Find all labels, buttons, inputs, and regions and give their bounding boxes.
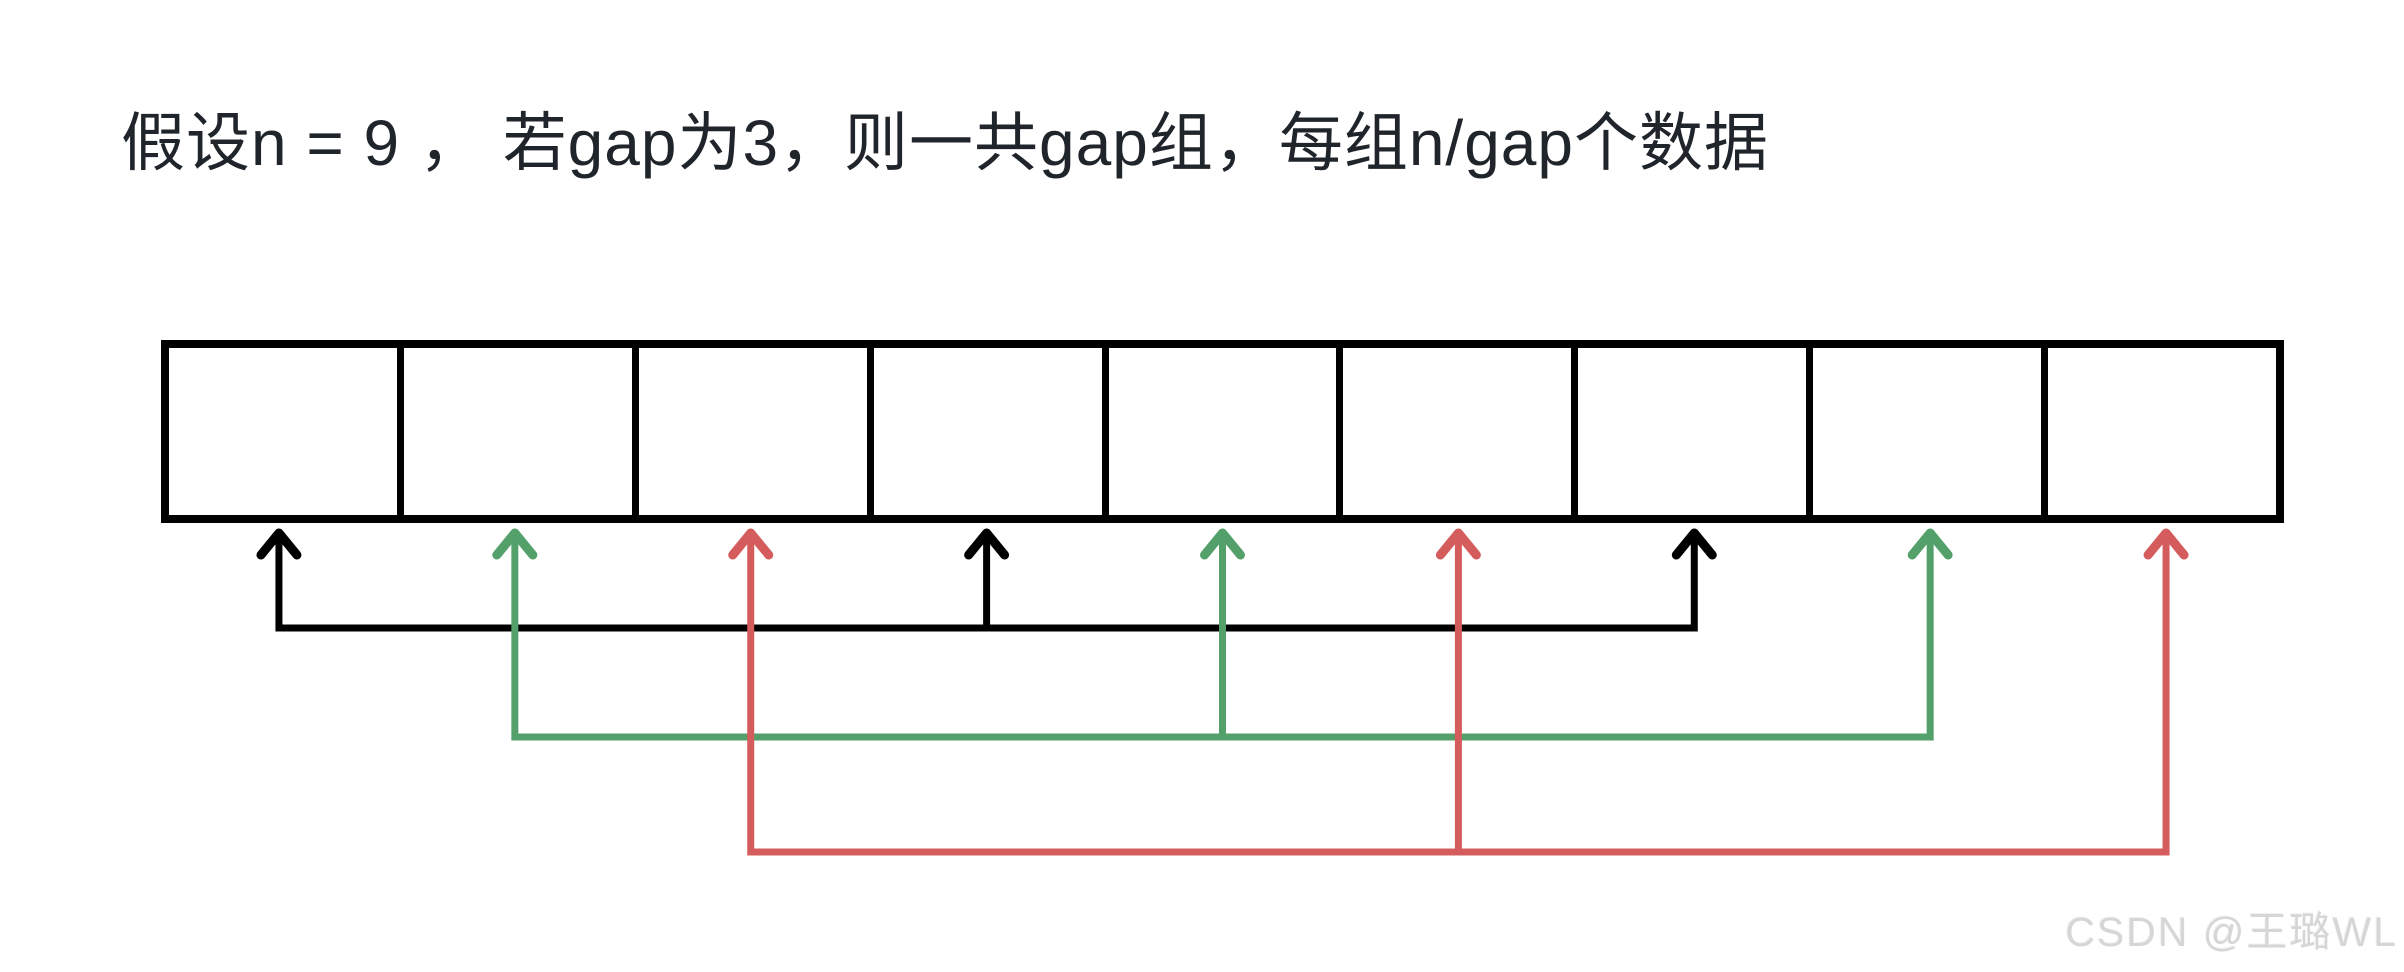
array-cell xyxy=(2048,348,2277,515)
array-cell xyxy=(1343,348,1579,515)
gap-group-1-arrowhead-icon xyxy=(256,528,302,560)
array-boxes xyxy=(161,340,2284,523)
array-cell xyxy=(169,348,404,515)
gap-group-2-bracket xyxy=(511,535,1934,741)
array-cell xyxy=(1813,348,2049,515)
gap-group-2-arrowhead-icon xyxy=(492,528,538,560)
array-cell xyxy=(873,348,1109,515)
gap-group-2-arrowhead-icon xyxy=(1200,528,1245,560)
array-cell xyxy=(1578,348,1814,515)
gap-group-3-bracket xyxy=(747,535,2170,856)
gap-group-1-bracket xyxy=(275,535,1698,632)
gap-group-1-arrowhead-icon xyxy=(1671,528,1717,560)
gap-group-3-arrowhead-icon xyxy=(2143,528,2189,560)
gap-group-3-arrowhead-icon xyxy=(1435,528,1481,560)
array-cell xyxy=(638,348,874,515)
array-cell xyxy=(403,348,639,515)
array-cell xyxy=(1108,348,1344,515)
csdn-watermark: CSDN @王璐WL xyxy=(2065,909,2398,955)
gap-group-2-arrowhead-icon xyxy=(1907,528,1953,560)
gap-group-3-arrowhead-icon xyxy=(728,528,774,560)
gap-group-1-arrowhead-icon xyxy=(964,528,1010,560)
diagram-caption: 假设n = 9 ， 若gap为3，则一共gap组，每组n/gap个数据 xyxy=(121,107,1769,179)
